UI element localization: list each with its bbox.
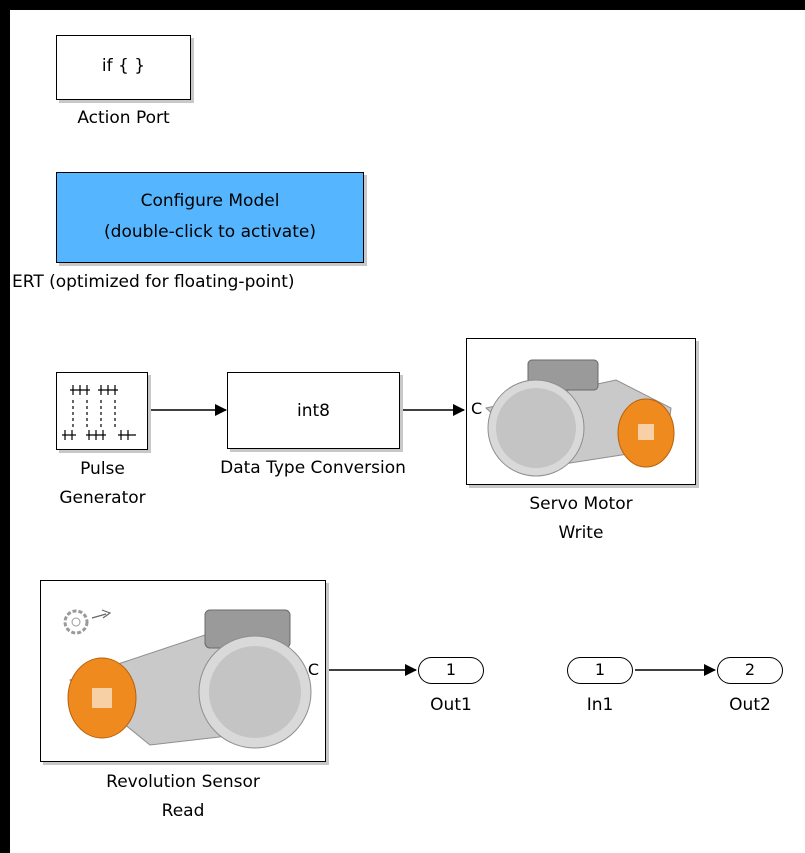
configure-model-label: ERT (optimized for floating-point) <box>12 272 295 292</box>
out2-port-block[interactable]: 2 <box>717 657 783 684</box>
revolution-sensor-read-block[interactable]: C <box>40 580 326 762</box>
in1-label: In1 <box>586 695 614 715</box>
in1-port-block[interactable]: 1 <box>567 657 633 684</box>
pulse-generator-label-line1: Pulse <box>80 459 125 479</box>
out1-port-number: 1 <box>445 660 457 679</box>
action-port-block[interactable]: if { } <box>56 35 191 100</box>
nxt-motor-icon <box>484 359 675 477</box>
gear-icon <box>63 609 112 635</box>
revolution-sensor-label-line1: Revolution Sensor <box>106 772 260 792</box>
pulse-generator-block[interactable] <box>56 372 148 450</box>
out2-label: Out2 <box>729 695 771 715</box>
out1-label: Out1 <box>430 695 472 715</box>
out2-port-number: 2 <box>744 660 756 679</box>
revolution-sensor-output-port: C <box>307 660 319 679</box>
servo-motor-label-line1: Servo Motor <box>529 494 633 514</box>
pulse-generator-icon <box>62 385 136 440</box>
servo-motor-input-port: C <box>471 399 483 418</box>
canvas-border-left <box>0 0 10 853</box>
action-port-label: Action Port <box>77 108 170 128</box>
configure-model-line2: (double-click to activate) <box>104 222 316 242</box>
canvas-border-top <box>0 0 805 10</box>
servo-motor-write-block[interactable]: C <box>466 338 696 485</box>
servo-motor-label-line2: Write <box>558 523 604 543</box>
revolution-sensor-label-line2: Read <box>161 801 205 821</box>
nxt-motor-icon <box>63 609 312 749</box>
out1-port-block[interactable]: 1 <box>418 657 484 684</box>
data-type-conversion-block[interactable]: int8 <box>227 372 400 449</box>
configure-model-block[interactable]: Configure Model (double-click to activat… <box>56 172 364 263</box>
pulse-generator-label-line2: Generator <box>59 488 146 508</box>
in1-port-number: 1 <box>594 660 606 679</box>
configure-model-line1: Configure Model <box>140 191 280 211</box>
action-port-icon-text: if { } <box>101 56 146 76</box>
data-type-conversion-label: Data Type Conversion <box>220 458 406 478</box>
data-type-conversion-icon-text: int8 <box>297 401 330 421</box>
